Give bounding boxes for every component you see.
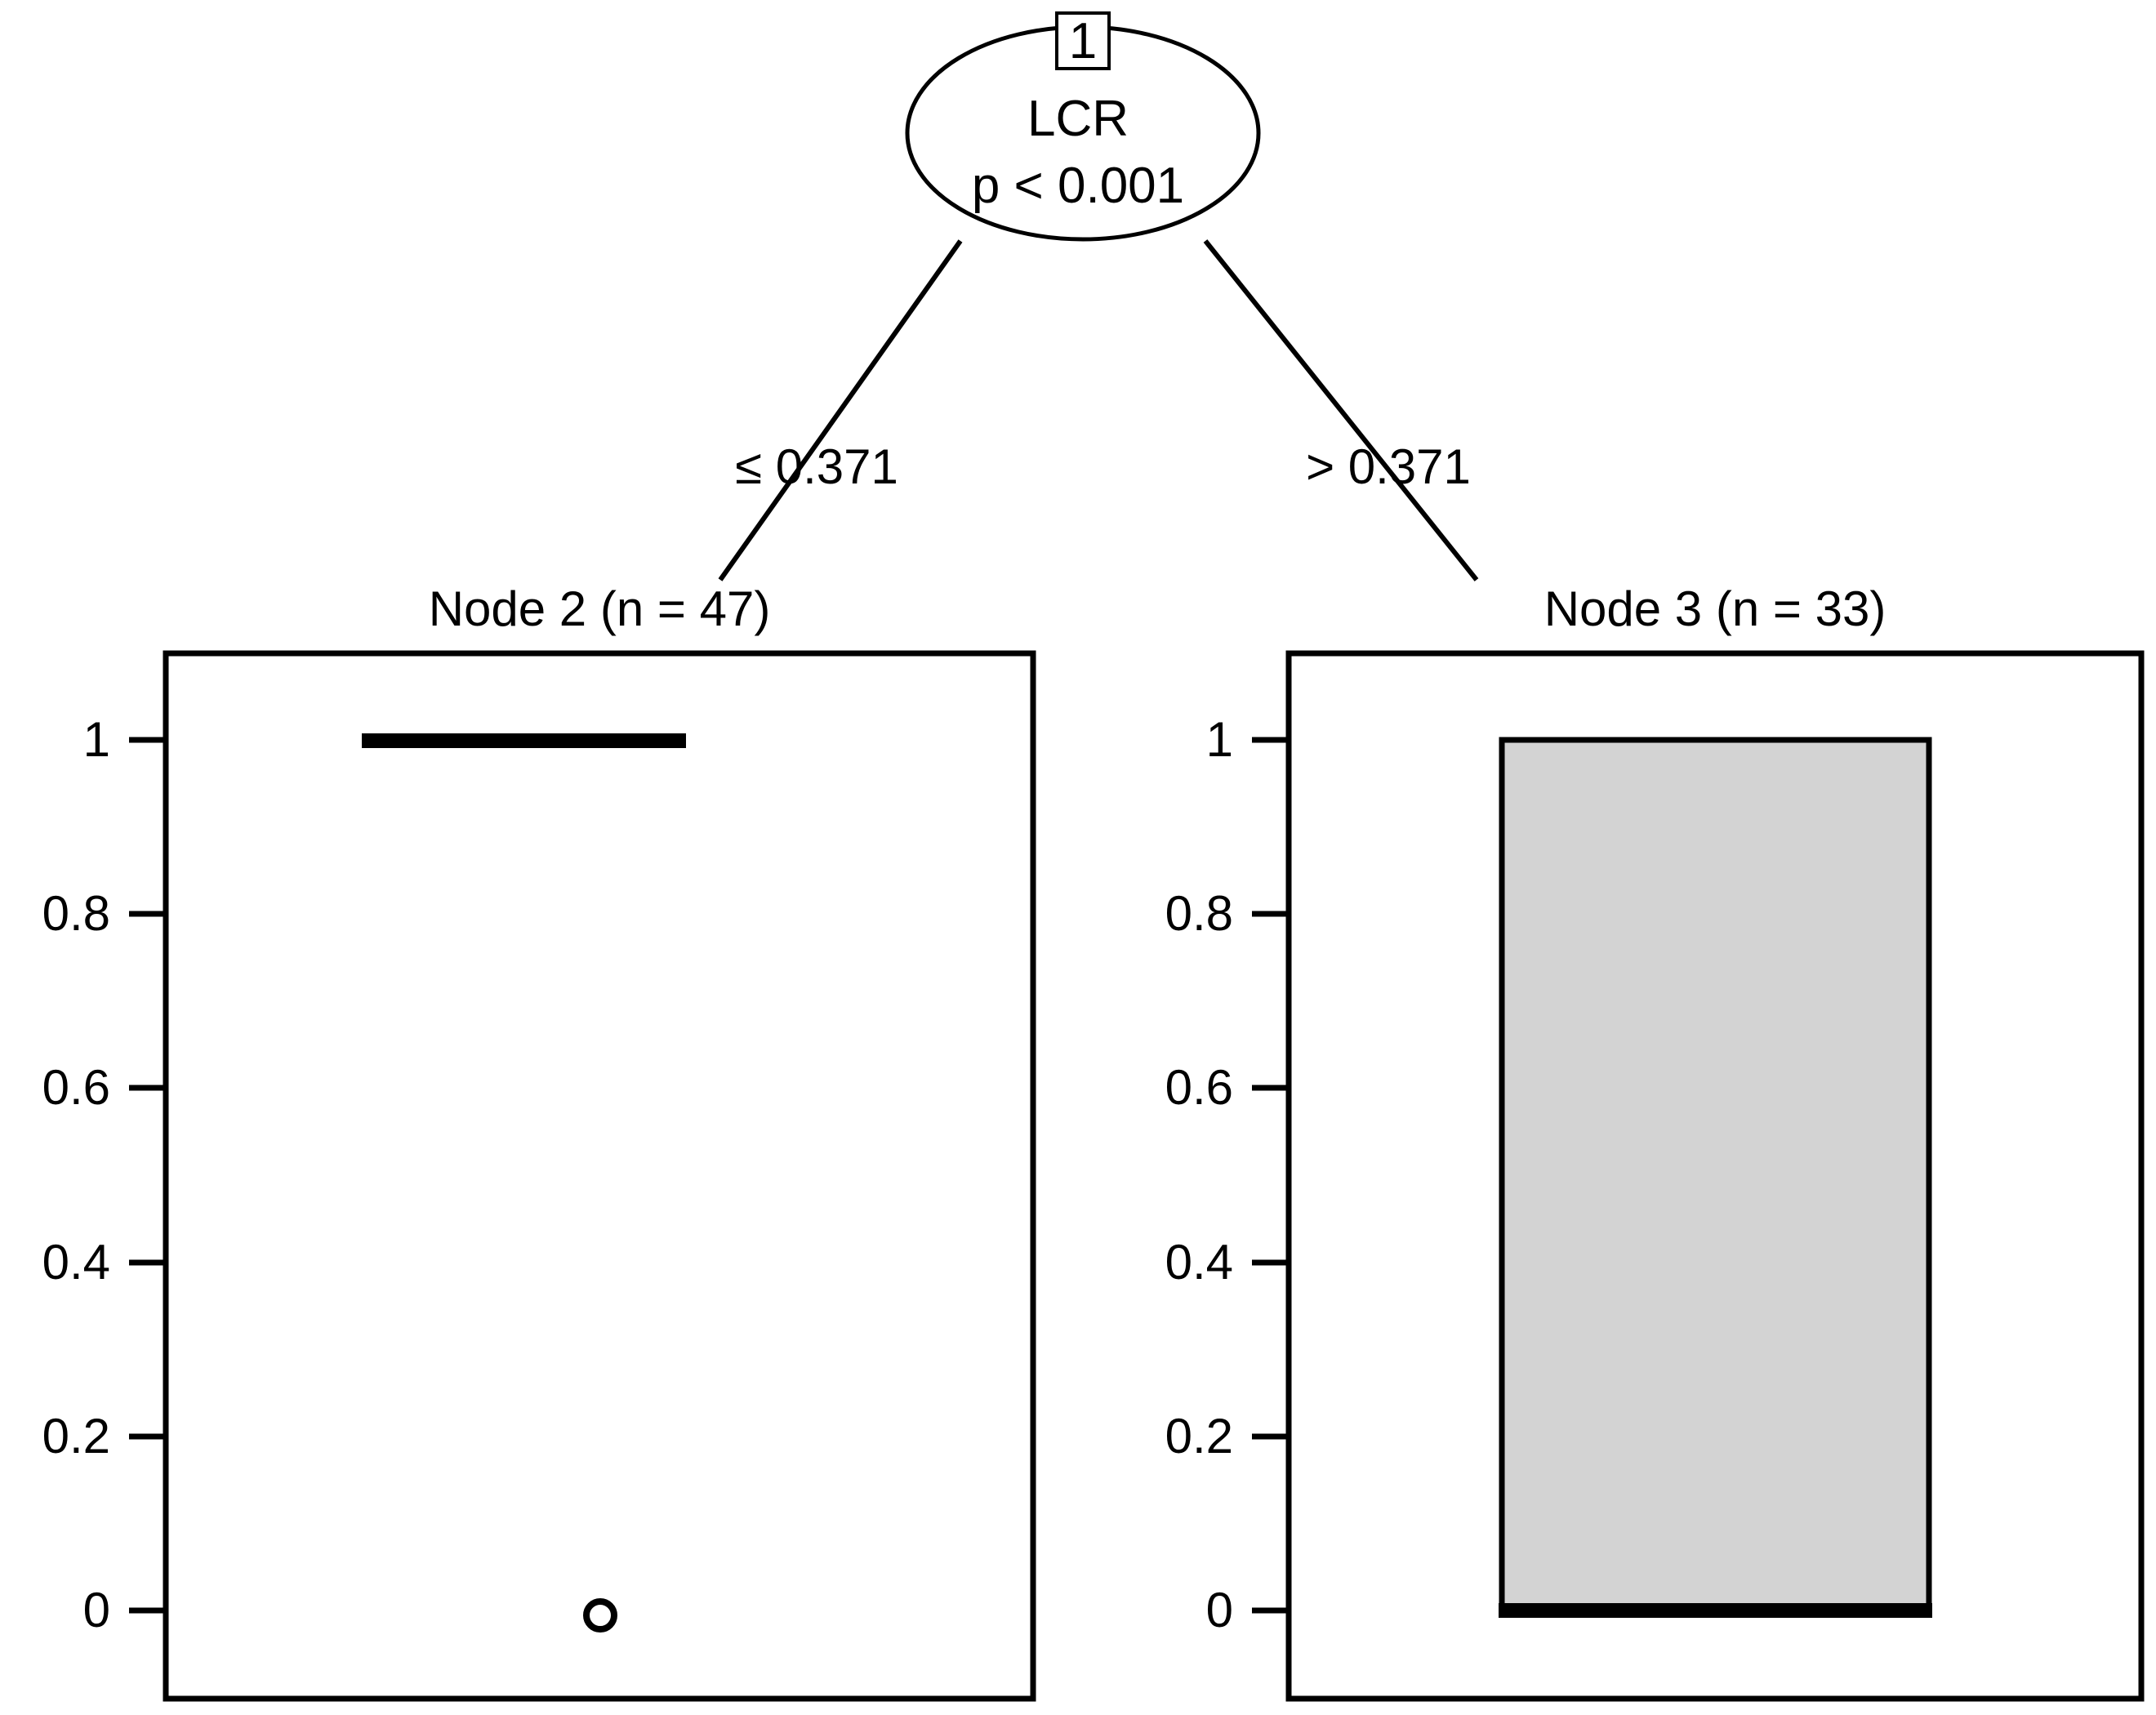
node2-ytick-label-0.6: 0.6 bbox=[42, 1060, 110, 1115]
node3-title: Node 3 (n = 33) bbox=[1544, 581, 1886, 636]
node3-box bbox=[1499, 737, 1932, 1614]
node3-ytick-label-0: 0 bbox=[1205, 1583, 1233, 1637]
edge-right-line bbox=[1203, 239, 1479, 581]
node2-title: Node 2 (n = 47) bbox=[428, 581, 771, 636]
root-node-pvalue-label: p < 0.001 bbox=[971, 158, 1185, 214]
node2-ytick-label-0.2: 0.2 bbox=[42, 1409, 110, 1463]
root-node-variable-label: LCR bbox=[1027, 91, 1129, 147]
node3-ytick-label-0.8: 0.8 bbox=[1165, 886, 1233, 941]
node3-ytick-label-0.4: 0.4 bbox=[1165, 1235, 1233, 1290]
root-node-id-box[interactable]: 1 bbox=[1055, 11, 1111, 70]
node2-ytick-label-0: 0 bbox=[82, 1583, 110, 1637]
node2-yaxis-ticks bbox=[129, 737, 166, 1614]
edge-label-right: > 0.371 bbox=[1306, 439, 1471, 494]
node2-panel-frame bbox=[163, 650, 1036, 1702]
node3-ytick-label-0.2: 0.2 bbox=[1165, 1409, 1233, 1463]
edge-label-left: ≤ 0.371 bbox=[735, 439, 898, 494]
node3-ytick-label-1: 1 bbox=[1205, 712, 1233, 767]
node3-yaxis-ticks bbox=[1252, 737, 1289, 1614]
node2-ytick-label-0.8: 0.8 bbox=[42, 886, 110, 941]
node2-ytick-label-1: 1 bbox=[82, 712, 110, 767]
node3-ytick-label-0.6: 0.6 bbox=[1165, 1060, 1233, 1115]
node2-ytick-label-0.4: 0.4 bbox=[42, 1235, 110, 1290]
edge-left-line bbox=[718, 239, 963, 581]
node2-outlier-point bbox=[583, 1598, 617, 1633]
root-node-id-label: 1 bbox=[1068, 13, 1098, 69]
